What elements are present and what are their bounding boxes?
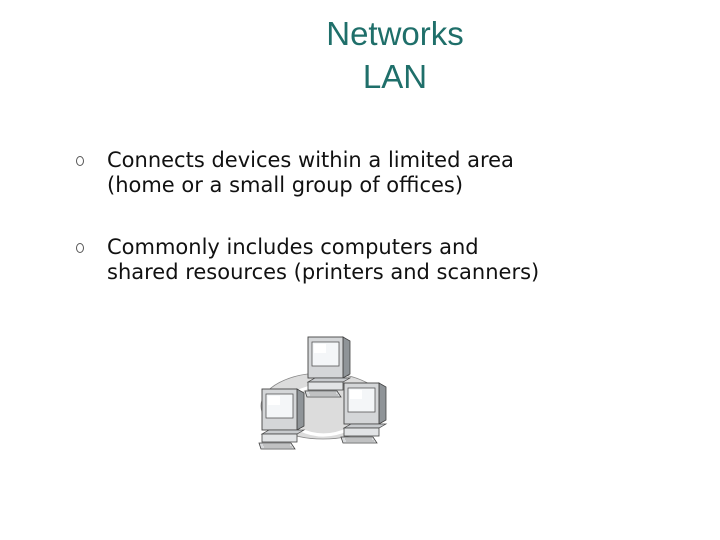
bullet-line: Commonly includes computers and — [107, 235, 479, 259]
bullet-line: (home or a small group of offices) — [107, 173, 464, 197]
title-line-networks: Networks — [326, 15, 464, 52]
bullet-line: shared resources (printers and scanners) — [107, 260, 540, 284]
bullet-item: Commonly includes computers and shared r… — [76, 235, 696, 285]
bullet-item: Connects devices within a limited area (… — [76, 148, 696, 198]
bullet-circle-icon — [76, 156, 84, 166]
bullet-circle-icon — [76, 243, 84, 253]
bullet-list: Connects devices within a limited area (… — [76, 148, 696, 285]
slide-title: Networks LAN — [260, 12, 530, 98]
computer-icon — [340, 382, 387, 444]
computer-icon — [258, 388, 305, 450]
bullet-line: Connects devices within a limited area — [107, 148, 514, 172]
title-line-lan: LAN — [362, 58, 428, 95]
bullet-text: Connects devices within a limited area (… — [107, 148, 696, 198]
bullet-text: Commonly includes computers and shared r… — [107, 235, 696, 285]
lan-computers-icon — [258, 336, 387, 450]
computer-icon — [304, 336, 351, 398]
